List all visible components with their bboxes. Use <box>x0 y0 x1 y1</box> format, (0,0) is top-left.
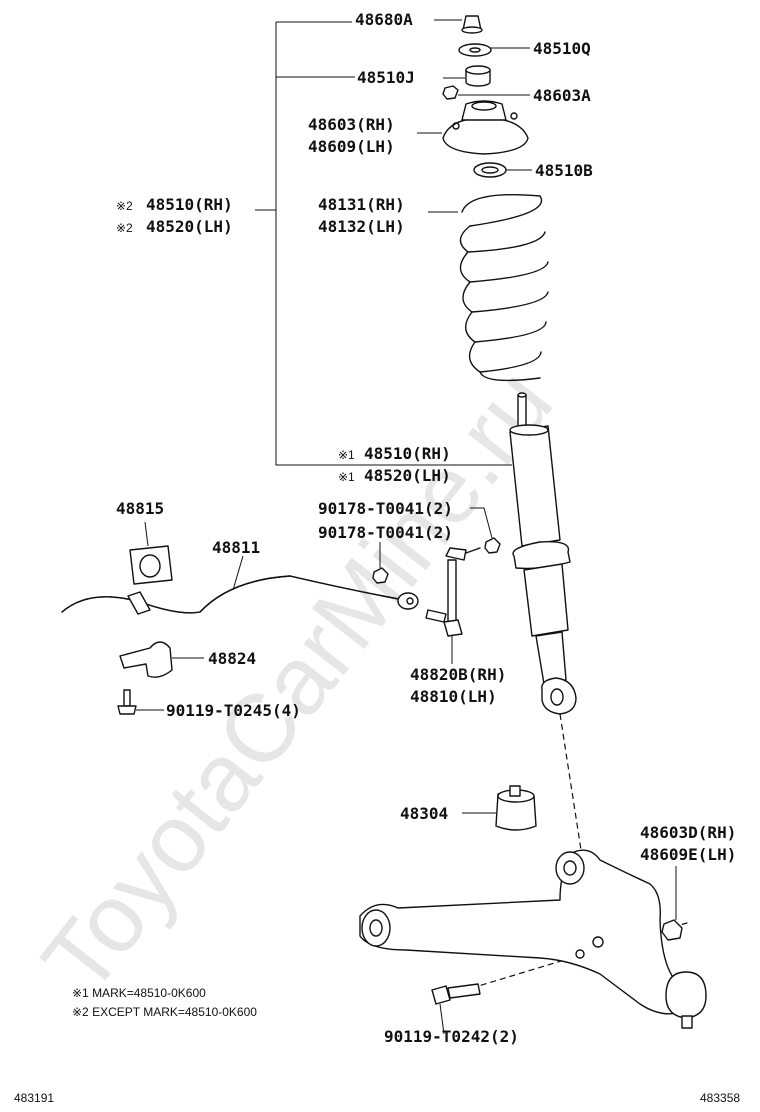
bushing-48815 <box>129 521 173 585</box>
nut-48603A <box>442 85 530 100</box>
mount-guide-line <box>559 713 599 961</box>
label-48520-lh-top: 48520(LH) <box>146 217 233 236</box>
label-48510J: 48510J <box>357 68 415 87</box>
mark-2-b: ※2 <box>116 221 133 235</box>
mark-1-b: ※1 <box>338 470 355 484</box>
nut-90178-T0041-a <box>470 507 501 554</box>
nut-90178-T0041-b <box>372 542 389 584</box>
label-48810-lh: 48810(LH) <box>410 687 497 706</box>
mark-1-a: ※1 <box>338 448 355 462</box>
bolt-90119-T0245 <box>117 689 164 715</box>
lower-control-arm <box>359 849 707 1029</box>
note-mark-1: ※1 MARK=48510-0K600 <box>72 986 206 1000</box>
label-48520-lh-bottom: 48520(LH) <box>364 466 451 485</box>
nut-48603D <box>661 866 683 941</box>
label-48603-rh: 48603(RH) <box>308 115 395 134</box>
note-mark-2: ※2 EXCEPT MARK=48510-0K600 <box>72 1005 257 1019</box>
spring-seat-48510B <box>473 162 532 178</box>
label-48131-rh: 48131(RH) <box>318 195 405 214</box>
label-90178-T0041-a: 90178-T0041(2) <box>318 499 453 518</box>
label-48811: 48811 <box>212 538 260 557</box>
label-48603D-rh: 48603D(RH) <box>640 823 736 842</box>
label-90178-T0041-b: 90178-T0041(2) <box>318 523 453 542</box>
footer-right-code: 483358 <box>700 1091 740 1105</box>
label-48680A: 48680A <box>355 10 413 29</box>
bolt-90119-T0242 <box>431 983 481 1035</box>
label-48510B: 48510B <box>535 161 593 180</box>
label-48510-rh-bottom: 48510(RH) <box>364 444 451 463</box>
label-48603A: 48603A <box>533 86 591 105</box>
label-48815: 48815 <box>116 499 164 518</box>
bump-stopper-48304 <box>462 785 537 831</box>
bracket-48824 <box>119 641 204 678</box>
strut-mount-48603 <box>417 100 529 155</box>
label-48510Q: 48510Q <box>533 39 591 58</box>
label-48609-lh: 48609(LH) <box>308 137 395 156</box>
bushing-48510J <box>443 65 491 87</box>
label-48304: 48304 <box>400 804 448 823</box>
washer-48510Q <box>458 43 530 57</box>
top-cap-48680A <box>434 15 483 34</box>
label-90119-T0245: 90119-T0245(4) <box>166 701 301 720</box>
label-48609E-lh: 48609E(LH) <box>640 845 736 864</box>
footer-left-code: 483191 <box>14 1091 54 1105</box>
mark-2-a: ※2 <box>116 199 133 213</box>
label-48824: 48824 <box>208 649 256 668</box>
stabilizer-link-48820B <box>425 547 481 664</box>
label-48510-rh-top: 48510(RH) <box>146 195 233 214</box>
assembly-bracket <box>255 21 508 466</box>
shock-absorber-48510 <box>474 392 577 715</box>
stabilizer-bar-48811 <box>61 555 419 615</box>
label-48820B-rh: 48820B(RH) <box>410 665 506 684</box>
coil-spring-48131 <box>428 194 549 382</box>
label-48132-lh: 48132(LH) <box>318 217 405 236</box>
label-90119-T0242: 90119-T0242(2) <box>384 1027 519 1046</box>
